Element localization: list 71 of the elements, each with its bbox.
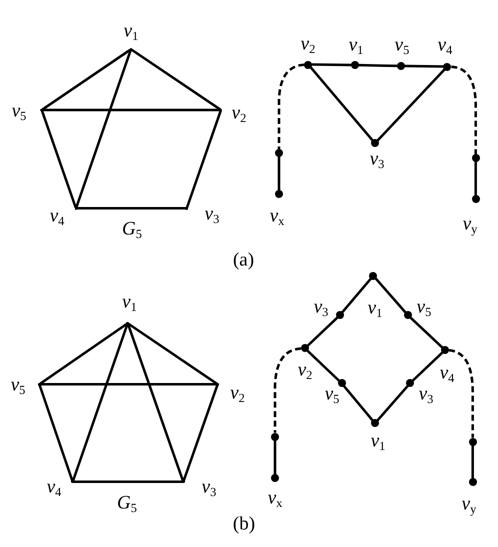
edge-line (42, 48, 132, 110)
vertex-label: v$_{1}$ (370, 431, 386, 450)
edge-line (306, 316, 338, 347)
vertex-label: v$_{1}$ (348, 35, 364, 54)
vertex-dot (468, 438, 477, 446)
edge-line (182, 384, 218, 482)
vertex-label: v$_{y}$ (462, 494, 476, 514)
edge-line (128, 322, 218, 385)
subfigure-label: (a) (232, 250, 254, 270)
edge-line (358, 64, 398, 68)
dashed-edge-line (451, 65, 477, 154)
vertex-label: v$_{5}$ (12, 101, 26, 120)
edge-line (341, 278, 372, 314)
edge-line (72, 323, 128, 482)
edge-line (376, 385, 409, 422)
edge-line (38, 384, 74, 482)
edge-line (130, 48, 222, 110)
vertex-label: v$_{5}$ (394, 35, 410, 54)
vertex-label: v$_{2}$ (298, 360, 312, 380)
edge-line (376, 68, 446, 142)
edge-line (42, 108, 221, 112)
graph-label: G$_{5}$ (117, 494, 137, 512)
edge-line (471, 444, 474, 479)
vertex-label: v$_{3}$ (204, 204, 220, 224)
edge-line (72, 480, 184, 483)
edge-line (409, 316, 444, 349)
vertex-label: v$_{y}$ (462, 214, 478, 234)
vertex-label: v$_{3}$ (418, 384, 434, 404)
edge-line (76, 207, 187, 210)
edge-line (40, 110, 77, 208)
vertex-label: v$_{4}$ (438, 35, 452, 54)
graph-label: G$_{5}$ (122, 220, 142, 238)
vertex-label: v$_{5}$ (10, 375, 26, 394)
edge-line (310, 66, 374, 142)
vertex-label: v$_{4}$ (46, 477, 62, 496)
edge-line (39, 383, 218, 386)
vertex-label: v$_{5}$ (324, 384, 340, 404)
edge-line (412, 352, 444, 382)
edge-line (474, 161, 477, 196)
edge-line (186, 110, 222, 208)
vertex-dot (275, 149, 283, 158)
vertex-label: v$_{x}$ (268, 488, 282, 508)
edge-line (126, 323, 184, 482)
dashed-edge-line (278, 63, 304, 150)
vertex-label: v$_{4}$ (50, 206, 64, 226)
vertex-label: v$_{1}$ (124, 22, 138, 40)
edge-line (278, 156, 280, 192)
vertex-label: v$_{2}$ (230, 383, 245, 402)
vertex-label: v$_{3}$ (370, 149, 384, 168)
vertex-label: v$_{1}$ (122, 292, 137, 312)
vertex-label: v$_{1}$ (368, 298, 382, 318)
edge-line (343, 385, 374, 422)
edge-line (403, 64, 445, 68)
edge-line (39, 322, 128, 385)
vertex-label: v$_{4}$ (440, 364, 454, 382)
edge-line (274, 439, 276, 475)
dashed-edge-line (448, 349, 474, 438)
subfigure-label: (b) (232, 514, 256, 534)
vertex-dot (271, 432, 279, 441)
vertex-label: v$_{x}$ (270, 206, 284, 226)
vertex-label: v$_{5}$ (416, 298, 432, 316)
edge-line (374, 277, 406, 314)
vertex-label: v$_{3}$ (202, 477, 216, 496)
vertex-dot (472, 154, 480, 162)
vertex-label: v$_{2}$ (300, 34, 316, 54)
edge-line (75, 49, 132, 208)
edge-line (311, 63, 352, 66)
vertex-label: v$_{3}$ (314, 298, 328, 316)
vertex-label: v$_{2}$ (232, 103, 246, 122)
dashed-edge-line (274, 347, 302, 433)
edge-line (306, 350, 340, 382)
